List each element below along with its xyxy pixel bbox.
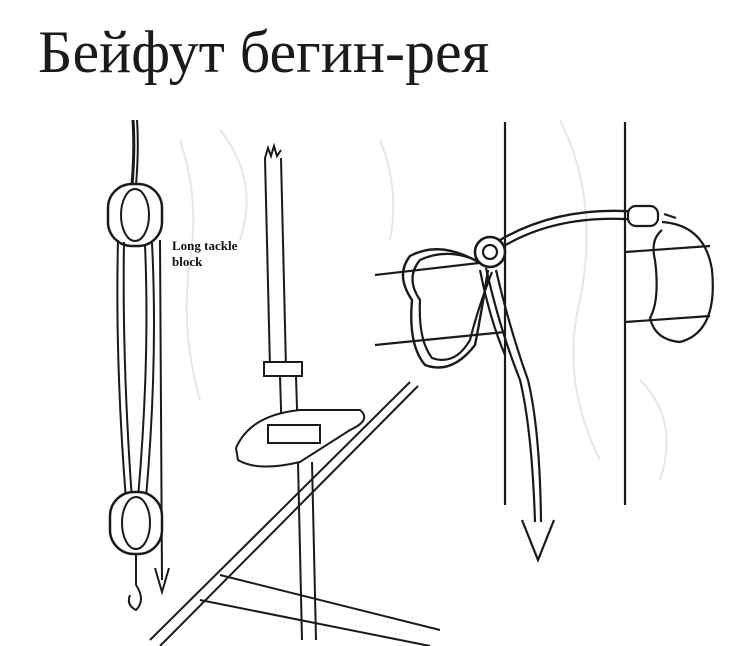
- long-tackle-block: [106, 119, 170, 612]
- background-sketch: [179, 119, 668, 481]
- tackle-label-line-1: Long tackle: [172, 238, 238, 253]
- knot-closeup: [374, 122, 714, 563]
- mast-and-platform: [149, 142, 441, 646]
- page-title: Бейфут бегин-рея: [38, 19, 490, 85]
- tackle-label-line-2: block: [172, 254, 203, 269]
